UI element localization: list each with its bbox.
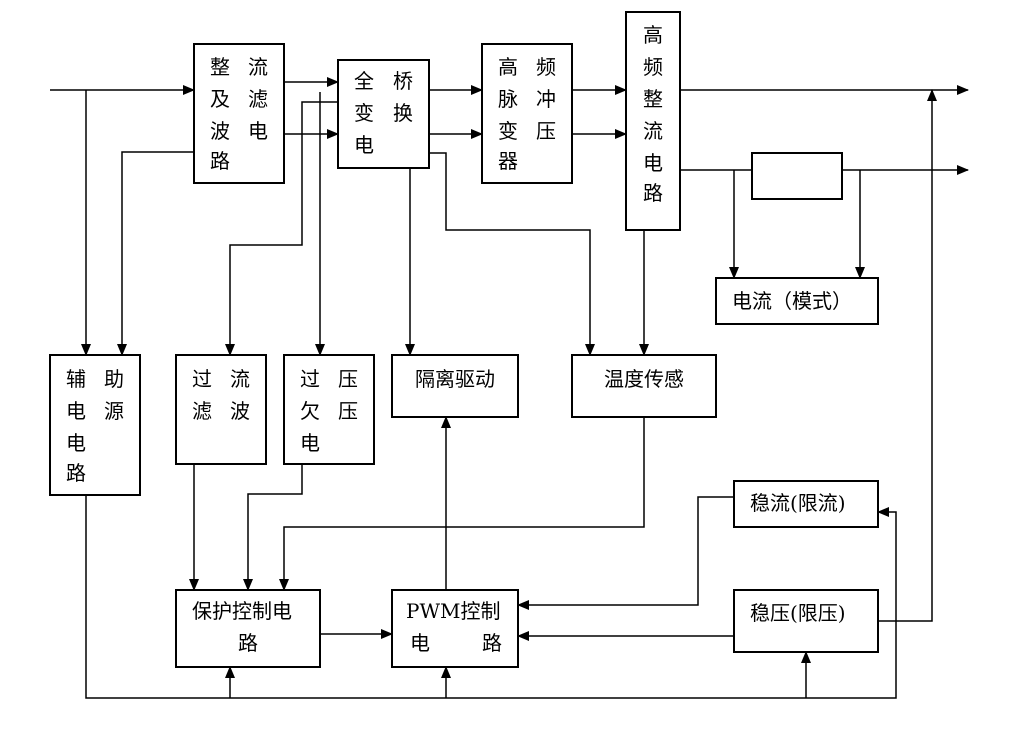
hfrect-char-1: 高 [643,23,663,47]
overcurrent-char-1: 过 [192,367,212,391]
hfrect-char-4: 流 [643,119,663,143]
aux-char-1: 辅 [66,367,86,391]
overcurrent-char-3: 滤 [192,399,212,423]
xfmr-char-6: 压 [536,119,556,143]
hfrect-char-5: 电 [643,151,663,175]
rectifier-char-6: 电 [248,119,268,143]
xfmr-char-1: 高 [498,55,518,79]
current-mode-block [715,277,879,325]
bridge-char-2: 桥 [393,69,413,93]
pwm-label-1: PWM控制 [406,599,501,623]
xfmr-char-7: 器 [498,149,518,173]
hf-transformer-block [481,43,573,184]
aux-char-6: 路 [66,461,86,485]
rectifier-char-5: 波 [210,119,230,143]
overvoltage-char-3: 欠 [300,399,320,423]
bridge-char-1: 全 [354,69,374,93]
current-mode-label: 电流（模式） [732,289,852,313]
bridge-char-5: 电 [354,133,374,157]
aux-power-block [49,354,141,496]
rectifier-filter-block [193,43,285,184]
pwm-label-2a: 电 [410,631,430,655]
aux-supply-bus [85,495,897,699]
overcurrent-char-2: 流 [230,367,250,391]
hfrect-char-6: 路 [643,181,663,205]
shunt-resistor [751,152,843,200]
full-bridge-block [337,59,430,169]
pwm-control-block [391,589,519,668]
isolation-drive-block [391,354,519,418]
temp-to-protection [279,417,645,591]
aux-char-2: 助 [104,367,124,391]
protection-label-1: 保护控制电 [192,599,292,623]
overvoltage-char-1: 过 [300,367,320,391]
voltage-reg-label: 稳压(限压) [750,601,846,625]
overcurrent-filter-block [175,354,267,465]
hf-rectifier-block [625,11,681,231]
over-under-voltage-block [283,354,375,465]
aux-char-3: 电 [66,399,86,423]
tap-to-overcurrent [225,101,338,356]
aux-char-4: 源 [104,399,124,423]
current-regulator-block [733,480,879,528]
pwm-label-2b: 路 [482,631,502,655]
temp-sensor-label: 温度传感 [604,367,684,391]
hfrect-char-3: 整 [643,87,663,111]
bridge-char-4: 换 [393,101,413,125]
rectifier-char-4: 滤 [248,87,268,111]
hfrect-char-2: 频 [643,55,663,79]
protection-label-2: 路 [238,631,258,655]
overvoltage-to-protection [243,464,303,591]
rectifier-char-2: 流 [248,55,268,79]
overvoltage-char-2: 压 [338,367,358,391]
xfmr-char-4: 冲 [536,87,556,111]
current-reg-label: 稳流(限流) [750,491,846,515]
xfmr-char-3: 脉 [498,87,518,111]
xfmr-char-2: 频 [536,55,556,79]
isolation-drive-label: 隔离驱动 [415,367,495,391]
rectifier-char-1: 整 [210,55,230,79]
bridge-char-3: 变 [354,101,374,125]
rectifier-char-3: 及 [210,87,230,111]
overvoltage-char-4: 压 [338,399,358,423]
bridge-to-temp [429,152,595,356]
xfmr-char-5: 变 [498,119,518,143]
current-reg-to-pwm [517,496,734,610]
overvoltage-char-5: 电 [300,431,320,455]
rectifier-to-aux [117,151,194,356]
rectifier-char-7: 路 [210,149,230,173]
overcurrent-char-4: 波 [230,399,250,423]
aux-char-5: 电 [66,431,86,455]
